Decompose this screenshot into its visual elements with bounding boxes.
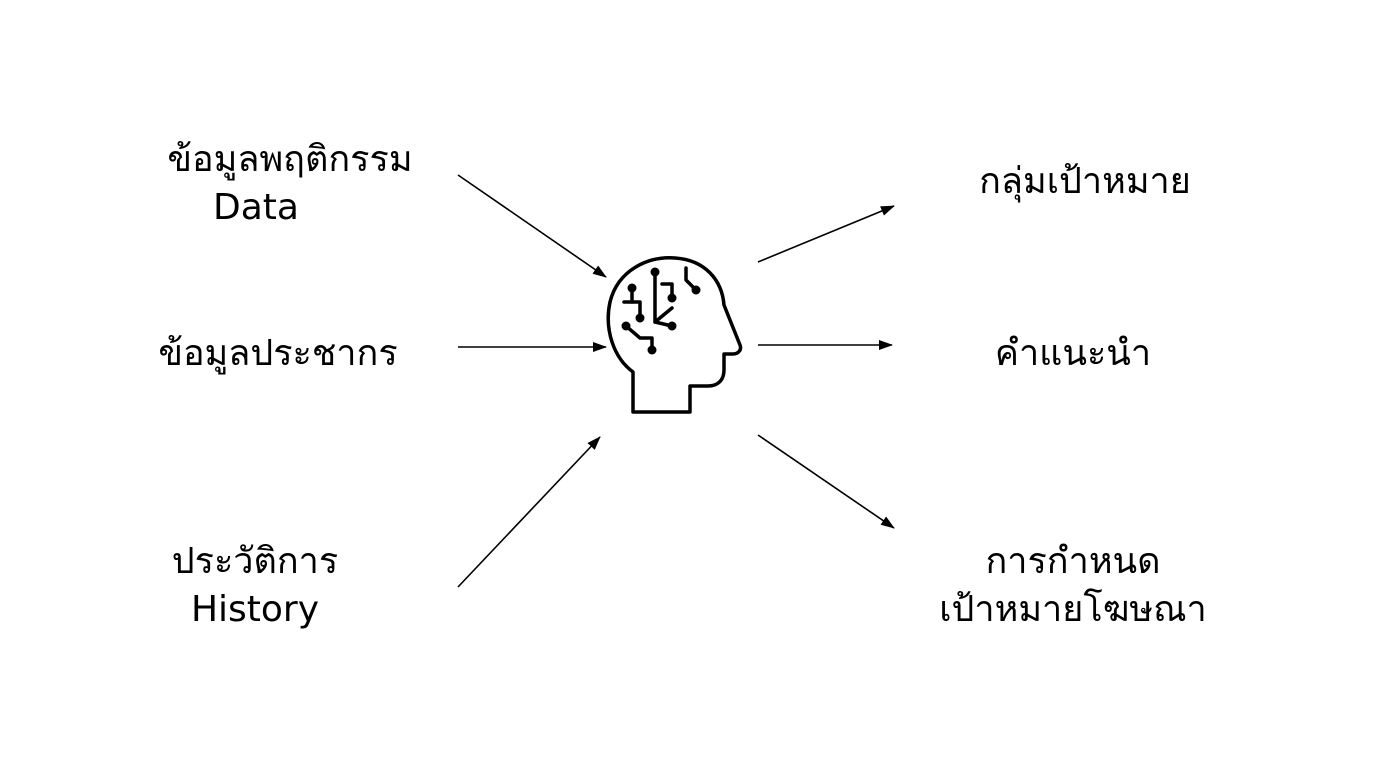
input-label-behavior-en: Data	[213, 187, 299, 228]
brain-circuit-head-icon	[606, 256, 743, 414]
input-label-behavior-thai: ข้อมูลพฤติกรรม	[167, 139, 413, 180]
input-label-demographic: ข้อมูลประชากร	[118, 330, 438, 378]
output-label-ad-targeting-line2: เป้าหมายโฆษณา	[939, 589, 1207, 630]
arrow-behavior-to-head	[457, 174, 607, 278]
output-label-target-group: กลุ่มเป้าหมาย	[925, 158, 1245, 206]
input-label-history-thai: ประวัติการ	[171, 541, 339, 582]
input-label-behavior-data: ข้อมูลพฤติกรรม Data	[130, 136, 450, 232]
output-label-target-group-thai: กลุ่มเป้าหมาย	[979, 161, 1191, 202]
output-label-ad-targeting: การกำหนด เป้าหมายโฆษณา	[913, 538, 1233, 634]
output-label-recommendation: คำแนะนำ	[913, 330, 1233, 378]
output-label-ad-targeting-line1: การกำหนด	[985, 541, 1161, 582]
output-label-recommendation-thai: คำแนะนำ	[994, 333, 1152, 374]
arrow-head-to-target	[757, 205, 895, 263]
input-label-history: ประวัติการ History	[95, 538, 415, 634]
arrow-history-to-head	[457, 436, 601, 588]
input-label-demographic-thai: ข้อมูลประชากร	[158, 333, 398, 374]
arrow-head-to-ad	[757, 434, 895, 529]
input-label-history-en: History	[190, 589, 320, 630]
